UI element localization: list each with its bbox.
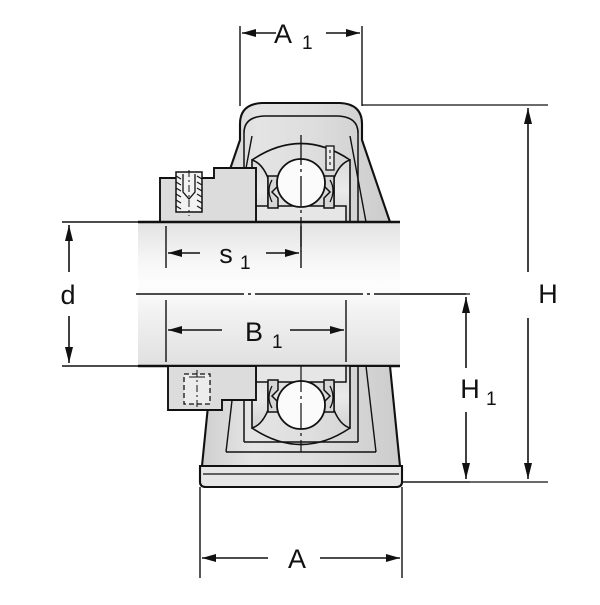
dimension-label-d: d xyxy=(60,280,75,310)
dimension-A: A xyxy=(199,487,403,578)
grub-screw-upper xyxy=(159,167,257,223)
dimension-label-H1: H xyxy=(460,374,480,404)
dimension-s1: s 1 xyxy=(165,226,302,274)
dimension-sub-s1: 1 xyxy=(240,253,251,274)
grub-screw-lower xyxy=(167,365,257,411)
dimension-B1: B 1 xyxy=(165,300,347,362)
dimension-sub-A1: 1 xyxy=(302,33,313,54)
dimension-label-H: H xyxy=(538,279,558,309)
dimension-d: d xyxy=(60,221,140,367)
dimension-label-A: A xyxy=(288,544,306,574)
dimension-label-A1: A xyxy=(274,19,292,49)
dimension-label-B1: B xyxy=(245,317,263,347)
dimension-H1: H 1 xyxy=(400,293,497,483)
dimension-sub-B1: 1 xyxy=(272,332,283,353)
dimension-label-s1: s xyxy=(219,239,233,269)
dimension-A1: A 1 xyxy=(239,19,363,106)
dimension-sub-H1: 1 xyxy=(486,389,497,410)
